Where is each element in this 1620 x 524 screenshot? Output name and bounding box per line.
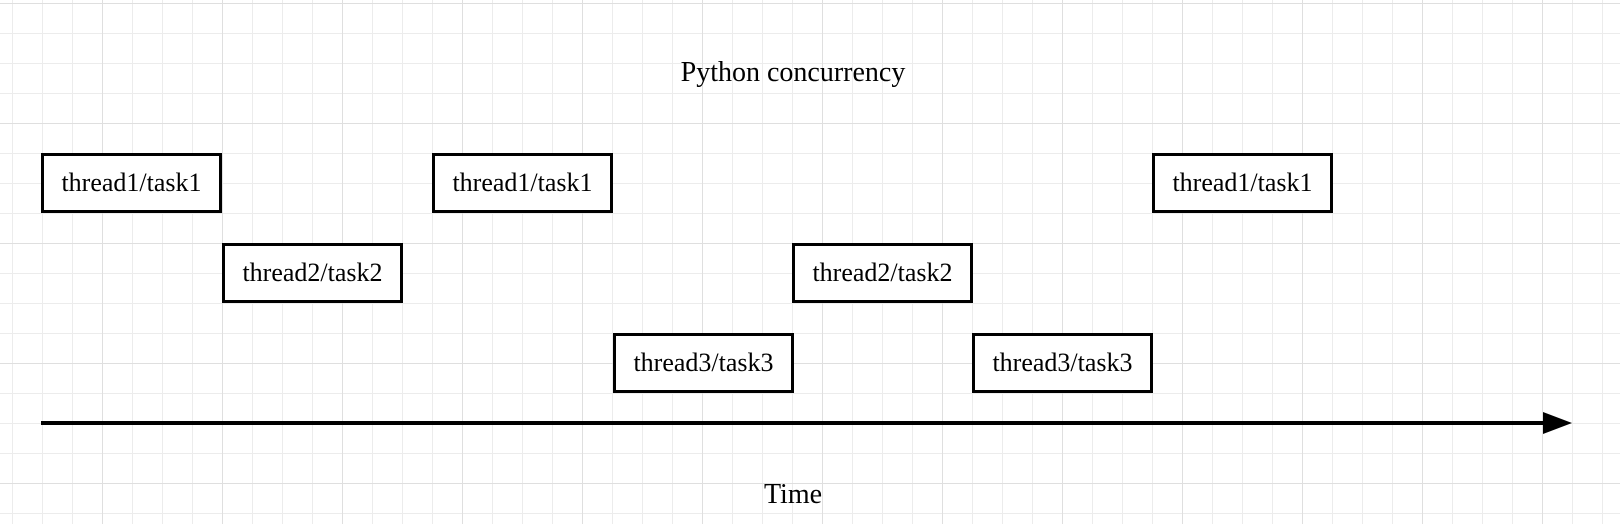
task-box-label: thread3/task3 bbox=[633, 348, 774, 377]
task-box-label: thread1/task1 bbox=[1172, 168, 1313, 197]
diagram-title[interactable]: Python concurrency bbox=[680, 57, 906, 88]
task-box-thread1-task1-a[interactable]: thread1/task1 bbox=[41, 153, 222, 213]
task-box-label: thread1/task1 bbox=[452, 168, 593, 197]
task-box-thread2-task2-a[interactable]: thread2/task2 bbox=[222, 243, 403, 303]
task-box-label: thread3/task3 bbox=[992, 348, 1133, 377]
arrowhead-icon bbox=[1543, 412, 1572, 434]
task-box-thread1-task1-c[interactable]: thread1/task1 bbox=[1152, 153, 1333, 213]
task-box-label: thread1/task1 bbox=[61, 168, 202, 197]
task-box-thread3-task3-b[interactable]: thread3/task3 bbox=[972, 333, 1153, 393]
task-box-thread1-task1-b[interactable]: thread1/task1 bbox=[432, 153, 613, 213]
task-box-thread3-task3-a[interactable]: thread3/task3 bbox=[613, 333, 794, 393]
time-axis-label[interactable]: Time bbox=[763, 479, 823, 510]
task-box-label: thread2/task2 bbox=[242, 258, 383, 287]
task-box-thread2-task2-b[interactable]: thread2/task2 bbox=[792, 243, 973, 303]
task-box-label: thread2/task2 bbox=[812, 258, 953, 287]
